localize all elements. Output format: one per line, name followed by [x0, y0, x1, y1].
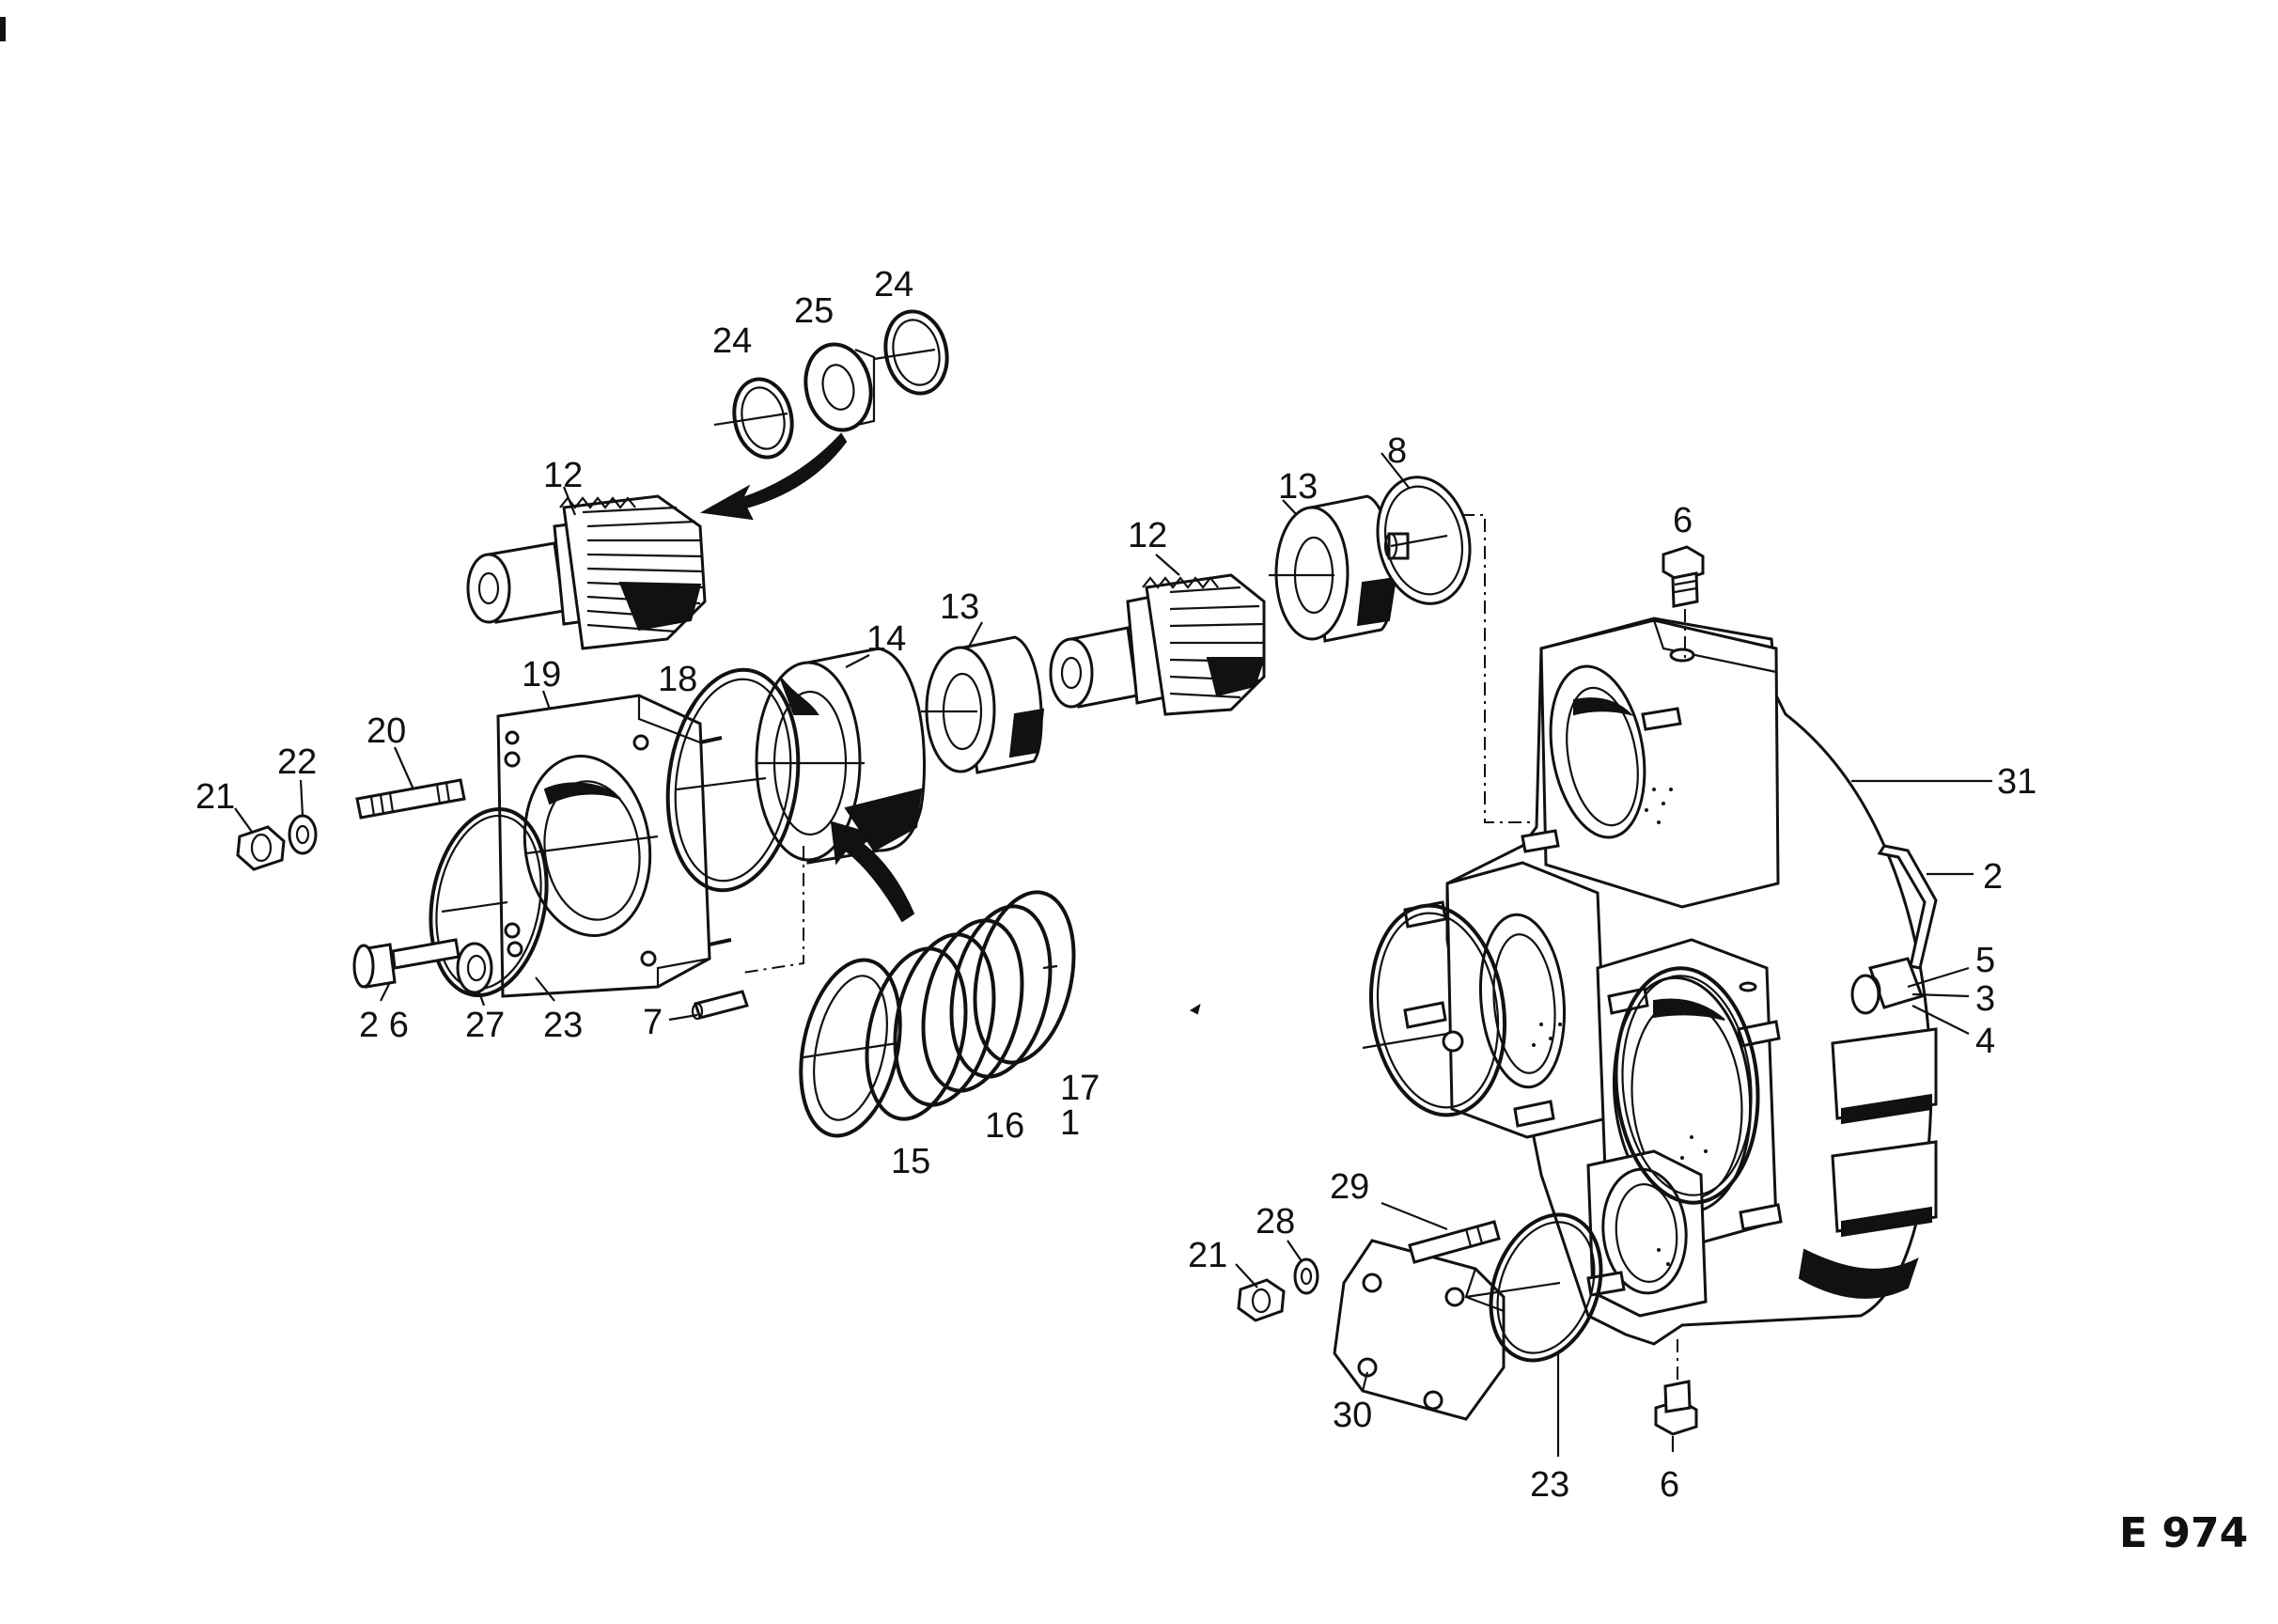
thrust-plate-8	[1376, 476, 1472, 605]
label-27: 27	[465, 1006, 505, 1045]
spring-16	[865, 918, 1024, 1121]
label-13-left: 13	[940, 587, 979, 627]
label-26: 2 6	[359, 1006, 409, 1045]
pin-7	[691, 990, 749, 1021]
label-30: 30	[1333, 1396, 1372, 1435]
label-5: 5	[1975, 941, 1995, 980]
drain-plug-6-top	[1662, 545, 1705, 658]
label-22: 22	[277, 742, 317, 782]
mark-dot	[1189, 1003, 1201, 1015]
cover-plate-30	[1333, 1239, 1506, 1421]
label-21-bottom: 21	[1188, 1236, 1227, 1275]
adapter-plate-19	[496, 694, 732, 998]
label-20: 20	[367, 711, 406, 751]
drain-plug-6-bottom	[1654, 1339, 1698, 1436]
bearing-13-left	[921, 635, 1045, 774]
washer-27	[456, 942, 493, 994]
assembly-arrow-springs	[830, 820, 915, 923]
label-16: 16	[985, 1106, 1024, 1146]
label-6-top: 6	[1673, 501, 1693, 540]
corner-mark	[0, 17, 6, 41]
label-4: 4	[1975, 1022, 1995, 1061]
label-12-middle: 12	[1128, 516, 1167, 555]
label-7: 7	[643, 1003, 663, 1042]
snap-ring-24-left	[713, 377, 794, 460]
o-ring-housing-left	[1362, 903, 1507, 1117]
cap-screw-26	[352, 938, 460, 989]
label-12-upper: 12	[543, 456, 583, 495]
label-3: 3	[1975, 979, 1995, 1019]
stud-29	[1408, 1220, 1501, 1264]
label-28: 28	[1256, 1202, 1295, 1241]
label-24-left: 24	[712, 321, 752, 361]
spring-17	[949, 890, 1076, 1079]
label-29: 29	[1330, 1167, 1369, 1207]
gear-shaft-12-middle	[1049, 573, 1266, 716]
label-18: 18	[658, 660, 697, 699]
label-17: 17	[1060, 1069, 1100, 1108]
bearing-13-right	[1269, 494, 1397, 643]
label-23-bottom: 23	[1530, 1465, 1569, 1505]
nut-21-left	[236, 825, 286, 871]
gear-shaft-12-upper	[466, 494, 707, 650]
bushing-25	[804, 342, 876, 432]
breather-fitting-3-4-5	[1850, 957, 1924, 1015]
o-ring-housing-center	[1614, 966, 1760, 1205]
alignment-line-springs	[741, 846, 804, 974]
label-23-left: 23	[543, 1006, 583, 1045]
label-14: 14	[866, 619, 906, 659]
label-21-left: 21	[195, 777, 235, 817]
label-24-right: 24	[874, 265, 913, 304]
alignment-line	[1461, 514, 1546, 823]
assembly-arrow-top	[699, 432, 848, 521]
label-25: 25	[794, 291, 834, 331]
label-15: 15	[891, 1142, 930, 1181]
nut-21-bottom	[1237, 1278, 1286, 1322]
leader-lines	[234, 452, 1992, 1457]
label-6-bottom: 6	[1660, 1465, 1679, 1505]
gasket-18	[665, 667, 801, 893]
snap-ring-24-right	[873, 309, 949, 396]
label-8: 8	[1387, 431, 1407, 471]
washer-28	[1293, 1257, 1319, 1295]
label-31: 31	[1997, 762, 2036, 802]
label-1: 1	[1060, 1103, 1080, 1143]
o-ring-23-bottom	[1465, 1212, 1603, 1363]
drawing-reference: E 974	[2119, 1509, 2248, 1557]
washer-22	[288, 814, 318, 855]
label-2: 2	[1983, 857, 2003, 897]
label-19: 19	[522, 655, 561, 695]
label-13-right: 13	[1278, 467, 1318, 507]
part-labels: 12 24 25 24 19 18 14 13 12 13 8 6 31 2 5…	[195, 265, 2248, 1557]
stud-20	[355, 778, 466, 820]
